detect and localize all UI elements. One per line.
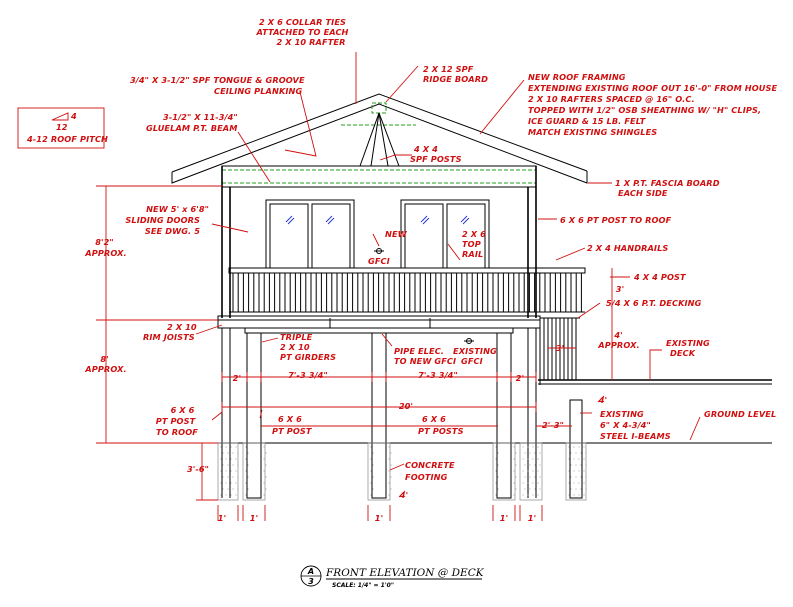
fascia-label: 1 X P.T. FASCIA BOARD EACH SIDE bbox=[615, 178, 723, 198]
pitch-run: 12 bbox=[56, 122, 68, 132]
existing-gfci-label: EXISTING GFCI bbox=[453, 346, 500, 366]
upper-height-dim: 8'2" APPROX. bbox=[84, 237, 126, 258]
deck-height-dim: 4' APPROX. bbox=[597, 330, 639, 350]
glulam-beam bbox=[221, 165, 537, 188]
roof-framing-label: NEW ROOF FRAMING EXTENDING EXISTING ROOF… bbox=[528, 72, 780, 137]
concrete-footing-label: CONCRETE FOOTING bbox=[405, 460, 458, 482]
footing-mark-right: 4' bbox=[598, 395, 607, 405]
dimension-lines bbox=[96, 185, 613, 521]
footing-2 bbox=[242, 442, 266, 501]
post-to-roof-right-label: 6 X 6 PT POST TO ROOF bbox=[560, 215, 672, 225]
sheet-number: 3 bbox=[308, 577, 314, 586]
span-left-end-dim: 2' bbox=[233, 373, 241, 383]
footing-depth-dim: 3'-6" bbox=[187, 464, 209, 474]
rail-height-dim: 3' bbox=[616, 284, 624, 294]
post-to-roof-left-label: 6 X 6 PT POST TO ROOF bbox=[156, 405, 199, 437]
span-right-end-dim: 2' bbox=[516, 373, 524, 383]
footing-6 bbox=[565, 442, 587, 501]
drawing-title: FRONT ELEVATION @ DECK bbox=[325, 567, 485, 579]
pt-posts-label: 6 X 6 PT POSTS bbox=[418, 414, 464, 436]
footing-5 bbox=[519, 442, 543, 501]
footings bbox=[217, 442, 587, 501]
new-gfci-label: NEW GFCI bbox=[368, 229, 410, 266]
collar-ties-label: 2 X 6 COLLAR TIES ATTACHED TO EACH 2 X 1… bbox=[256, 17, 352, 47]
footing-3 bbox=[367, 442, 391, 501]
right-offset-dim: 2'-3" bbox=[542, 420, 564, 430]
glulam-label: 3-1/2" X 11-3/4" GLUELAM P.T. BEAM bbox=[146, 112, 241, 133]
pitch-caption: 4-12 ROOF PITCH bbox=[26, 134, 108, 144]
post-width-dim-2: 1' bbox=[250, 513, 258, 523]
pt-post-2 bbox=[371, 332, 387, 499]
pitch-triangle-icon bbox=[51, 112, 69, 121]
tongue-groove-label: 3/4" X 3-1/2" SPF TONGUE & GROOVE CEILIN… bbox=[130, 75, 308, 96]
post-width-dim-5: 1' bbox=[528, 513, 536, 523]
overall-width-dim: 20' bbox=[399, 401, 413, 411]
footing-mark-center: 4' bbox=[399, 490, 408, 500]
ridge-board-label: 2 X 12 SPF RIDGE BOARD bbox=[423, 64, 488, 84]
annotations: 2 X 6 COLLAR TIES ATTACHED TO EACH 2 X 1… bbox=[125, 17, 780, 482]
footing-1 bbox=[217, 442, 239, 501]
roof-top-line bbox=[171, 93, 588, 173]
title-block: A 3 FRONT ELEVATION @ DECK SCALE: 1/4" =… bbox=[300, 565, 485, 589]
pt-post-label: 6 X 6 PT POST bbox=[272, 414, 313, 436]
railing bbox=[228, 267, 586, 313]
post-4x4-label: 4 X 4 POST bbox=[633, 272, 687, 282]
pt-post-1 bbox=[246, 332, 262, 499]
sliding-door-left bbox=[265, 199, 355, 269]
sliding-doors-label: NEW 5' x 6'8" SLIDING DOORS SEE DWG. 5 bbox=[125, 204, 212, 236]
spf-posts-label: 4 X 4 SPF POSTS bbox=[410, 144, 462, 164]
existing-deck-label: EXISTING DECK bbox=[666, 338, 713, 358]
pt-post-3 bbox=[496, 332, 512, 499]
decking-label: 5/4 X 6 P.T. DECKING bbox=[606, 298, 702, 308]
post-width-dim-3: 1' bbox=[375, 513, 383, 523]
footing-4 bbox=[492, 442, 516, 501]
posts bbox=[221, 328, 537, 499]
deck-framing bbox=[217, 315, 580, 385]
step-dim: 3' bbox=[556, 343, 564, 353]
roof bbox=[171, 93, 588, 184]
ground-level-label: GROUND LEVEL bbox=[704, 409, 776, 419]
leaders bbox=[195, 52, 701, 471]
handrails-label: 2 X 4 HANDRAILS bbox=[587, 243, 668, 253]
dimension-text: 8'2" APPROX. 8' APPROX. 3'-6" 2' 7'-3 3/… bbox=[84, 237, 639, 523]
sliding-door-right bbox=[400, 199, 490, 269]
triple-girders-label: TRIPLE 2 X 10 PT GIRDERS bbox=[280, 332, 336, 362]
span-mid-2-dim: 7'-3 3/4" bbox=[418, 370, 458, 380]
structure bbox=[171, 93, 772, 501]
drawing-scale: SCALE: 1/4" = 1'0" bbox=[332, 582, 394, 589]
pitch-rise: 4 bbox=[70, 111, 77, 121]
existing-steel-beam bbox=[569, 399, 583, 499]
span-mid-1-dim: 7'-3 3/4" bbox=[288, 370, 328, 380]
roof-pitch-legend: 4 12 4-12 ROOF PITCH bbox=[17, 107, 108, 149]
rim-joists-label: 2 X 10 RIM JOISTS bbox=[143, 322, 200, 342]
steel-beams-label: EXISTING 6" X 4-3/4" STEEL I-BEAMS bbox=[600, 409, 671, 441]
post-width-dim-1: 1' bbox=[218, 513, 226, 523]
top-rail-label: 2 X 6 TOP RAIL bbox=[462, 229, 489, 259]
post-width-dim-4: 1' bbox=[500, 513, 508, 523]
detail-letter: A bbox=[307, 567, 314, 576]
pipe-elec-label: PIPE ELEC. TO NEW GFCI bbox=[394, 346, 456, 366]
lower-height-dim: 8' APPROX. bbox=[84, 354, 126, 374]
